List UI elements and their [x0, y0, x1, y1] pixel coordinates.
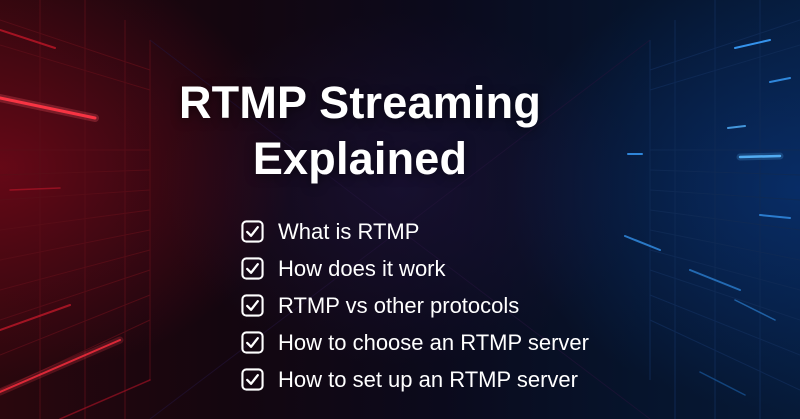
right-server-racks — [649, 0, 800, 419]
page-title-line-2: Explained — [252, 133, 468, 184]
checklist-item: How to set up an RTMP server — [241, 361, 589, 398]
checkbox-checked-icon — [241, 294, 264, 317]
checklist-item: How to choose an RTMP server — [241, 324, 589, 361]
checklist-item: How does it work — [241, 250, 589, 287]
topic-checklist: What is RTMP How does it work RTMP vs ot… — [241, 213, 589, 398]
checklist-item: RTMP vs other protocols — [241, 287, 589, 324]
checkbox-checked-icon — [241, 368, 264, 391]
checklist-item-label: What is RTMP — [278, 218, 420, 244]
checkbox-checked-icon — [241, 331, 264, 354]
checkbox-checked-icon — [241, 220, 264, 243]
checkbox-checked-icon — [241, 257, 264, 280]
page-title-line-1: RTMP Streaming — [178, 77, 542, 128]
checklist-item-label: How does it work — [278, 255, 446, 281]
corridor-perspective-lines — [149, 39, 651, 419]
left-server-racks — [0, 0, 151, 419]
checklist-item-label: RTMP vs other protocols — [278, 292, 520, 318]
checklist-item-label: How to choose an RTMP server — [278, 329, 589, 355]
checklist-item: What is RTMP — [241, 213, 589, 250]
left-red-light-streaks — [0, 29, 151, 419]
right-blue-light-dots — [624, 39, 791, 396]
checklist-item-label: How to set up an RTMP server — [278, 366, 578, 392]
